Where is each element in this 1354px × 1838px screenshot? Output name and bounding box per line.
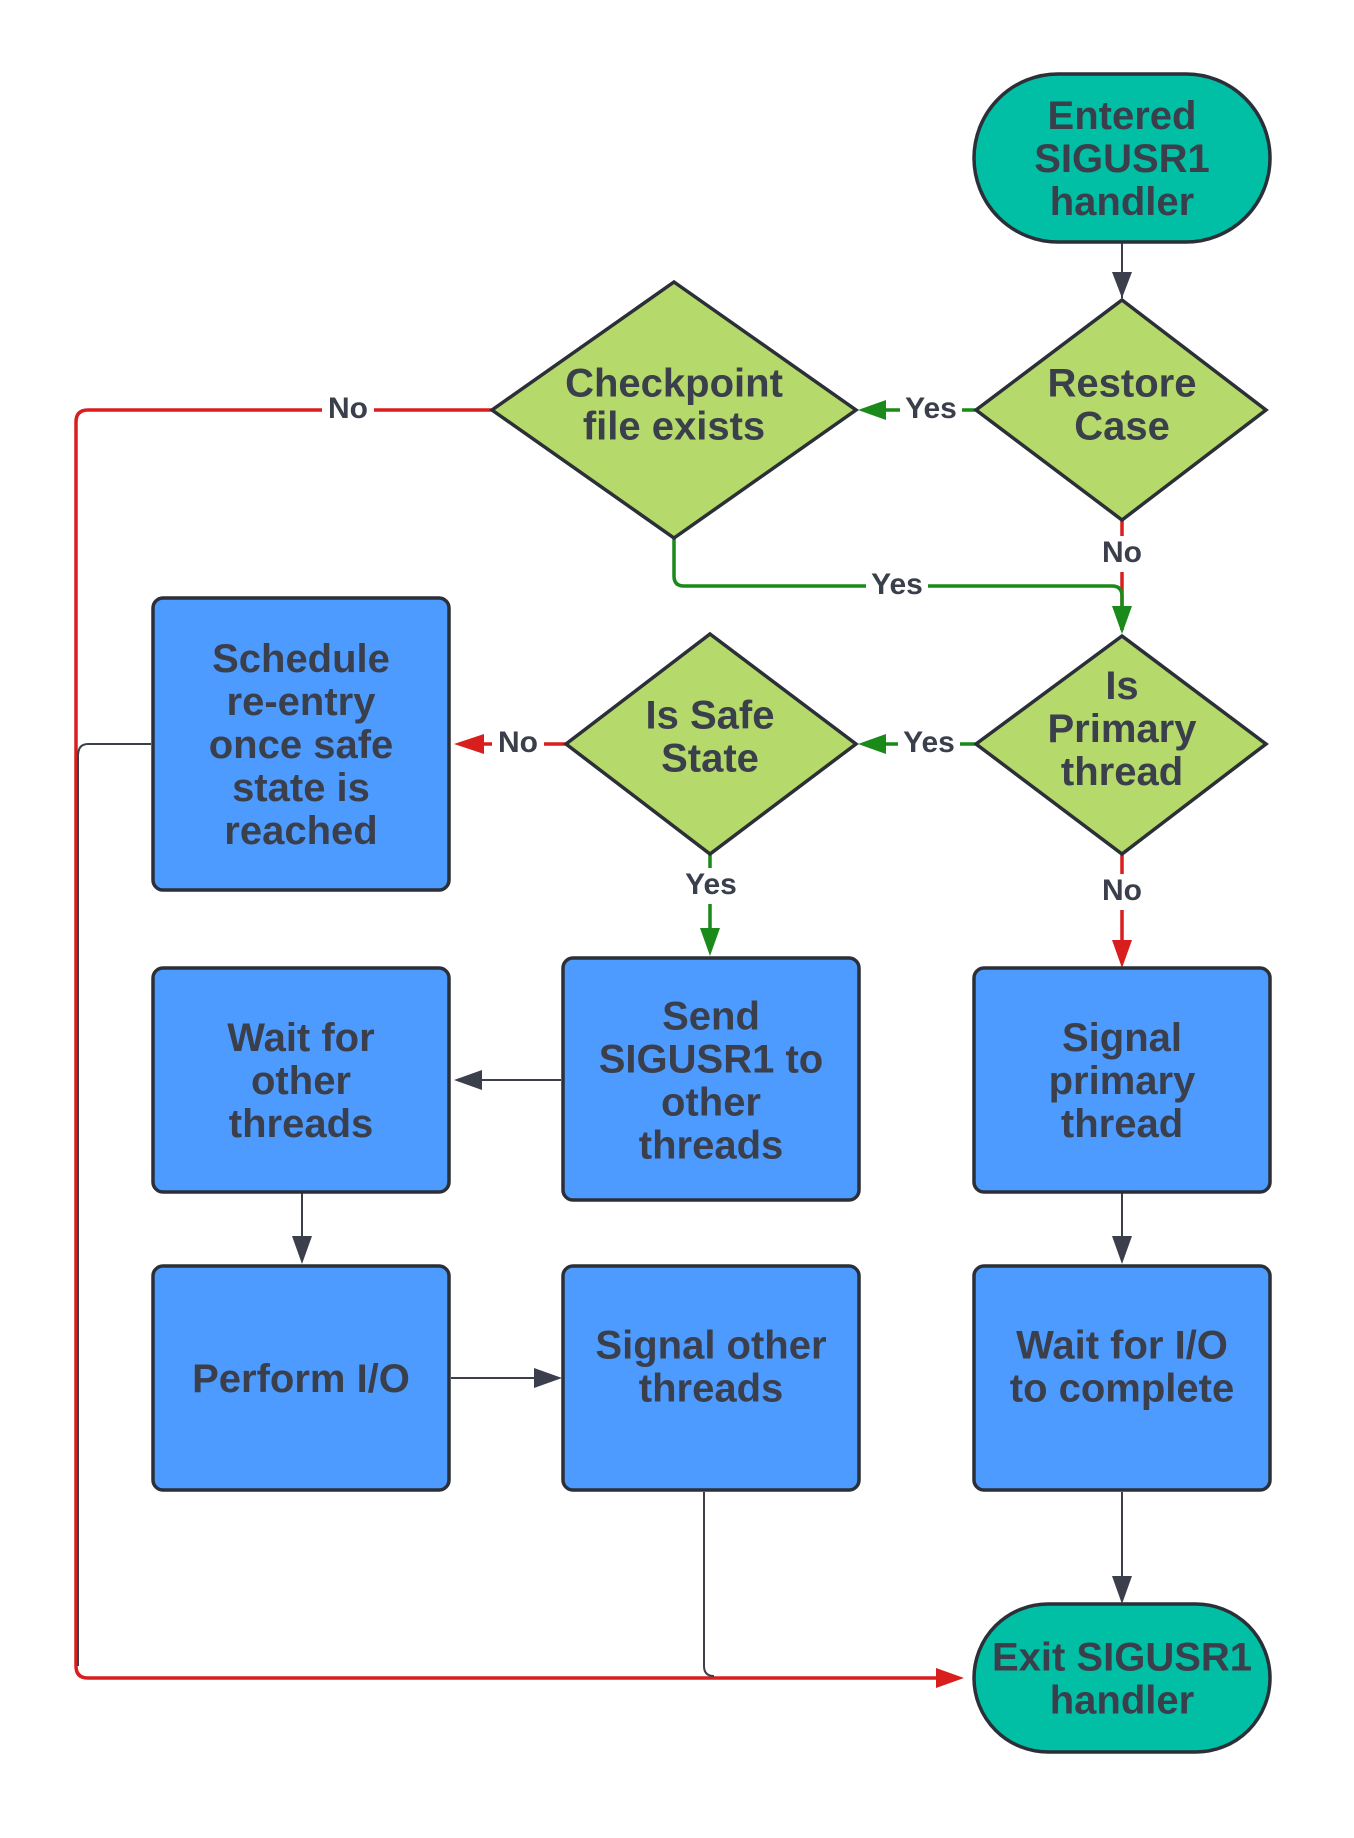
arrowhead-send [700,928,720,956]
node-text-line: file exists [583,405,765,449]
edge-schedule-to-exit [77,743,151,1666]
label-restore-yes: Yes [905,392,957,425]
node-text-line: other [661,1081,761,1125]
node-exit-handler [972,1602,1272,1754]
node-text-line: Wait for [227,1016,374,1060]
node-text-line: Entered [1048,94,1197,138]
node-text-line: handler [1050,180,1194,224]
label-safe-yes: Yes [685,868,737,901]
label-restore-no: No [1102,536,1142,569]
edge-labels: Yes No No Yes Yes No No Yes [322,392,1150,910]
node-text-line: Restore [1048,362,1197,406]
arrowhead-perform [292,1236,312,1264]
node-text-line: to complete [1010,1367,1234,1411]
edge-signal-others-to-exit [703,1492,715,1677]
node-text-line: Signal other [595,1324,826,1368]
node-text-line: handler [1050,1679,1194,1723]
edge-checkpoint-to-exit [74,408,940,1680]
arrowhead-exit-plain [1112,1576,1132,1604]
node-text-line: Is [1105,664,1138,708]
process-send-sigusr1 [561,956,861,1202]
node-text-line: threads [639,1124,784,1168]
label-checkpoint-yes: Yes [871,568,923,601]
node-text-line: SIGUSR1 to [599,1038,823,1082]
process-perform-io [151,1264,451,1492]
node-text-line: Exit SIGUSR1 [992,1636,1252,1680]
node-text-line: state is [232,766,370,810]
node-entered-handler [972,72,1272,244]
node-text-line: Primary [1048,707,1198,751]
node-text-line: Send [662,995,760,1039]
arrowhead-signal-others [534,1368,562,1388]
arrowhead-exit-red [936,1668,964,1688]
label-safe-no: No [498,726,538,759]
process-schedule-reentry [151,596,451,892]
arrowhead-wait-threads [454,1070,482,1090]
node-text-line: Wait for I/O [1016,1324,1228,1368]
node-text-line: Checkpoint [565,362,783,406]
label-checkpoint-no: No [328,392,368,425]
process-signal-primary [972,966,1272,1194]
decision-checkpoint-exists [488,279,860,541]
decision-safe-state [563,631,859,857]
node-text-line: Signal [1062,1016,1182,1060]
node-text-line: threads [229,1102,374,1146]
node-text-line: re-entry [227,680,377,724]
node-text-line: thread [1061,1102,1183,1146]
arrowhead-wait-io [1112,1236,1132,1264]
arrowhead-restore [1112,272,1132,298]
process-perform-io-text: Perform I/O [192,1357,410,1401]
process-signal-other-threads [561,1264,861,1492]
decision-restore-case [973,297,1269,523]
arrowhead-safe [858,734,886,754]
node-text-line: SIGUSR1 [1034,137,1210,181]
arrowhead-primary [1112,606,1132,634]
node-text-line: reached [224,809,377,853]
node-text-line: Schedule [212,637,390,681]
node-text-line: once safe [209,723,394,767]
arrowhead-checkpoint [858,400,886,420]
arrowhead-schedule [454,734,484,754]
process-wait-other-threads [151,966,451,1194]
node-text-line: threads [639,1367,784,1411]
node-text-line: Case [1074,405,1170,449]
node-text-line: other [251,1059,351,1103]
label-primary-no: No [1102,874,1142,907]
node-text-line: thread [1061,750,1183,794]
node-text-line: Is Safe [646,694,775,738]
node-text-line: Perform I/O [192,1357,410,1401]
node-text-line: primary [1049,1059,1196,1103]
decision-primary-thread [973,633,1269,857]
label-primary-yes: Yes [903,726,955,759]
node-text-line: State [661,737,759,781]
process-wait-io-complete [972,1264,1272,1492]
arrowhead-signal-primary [1112,940,1132,968]
